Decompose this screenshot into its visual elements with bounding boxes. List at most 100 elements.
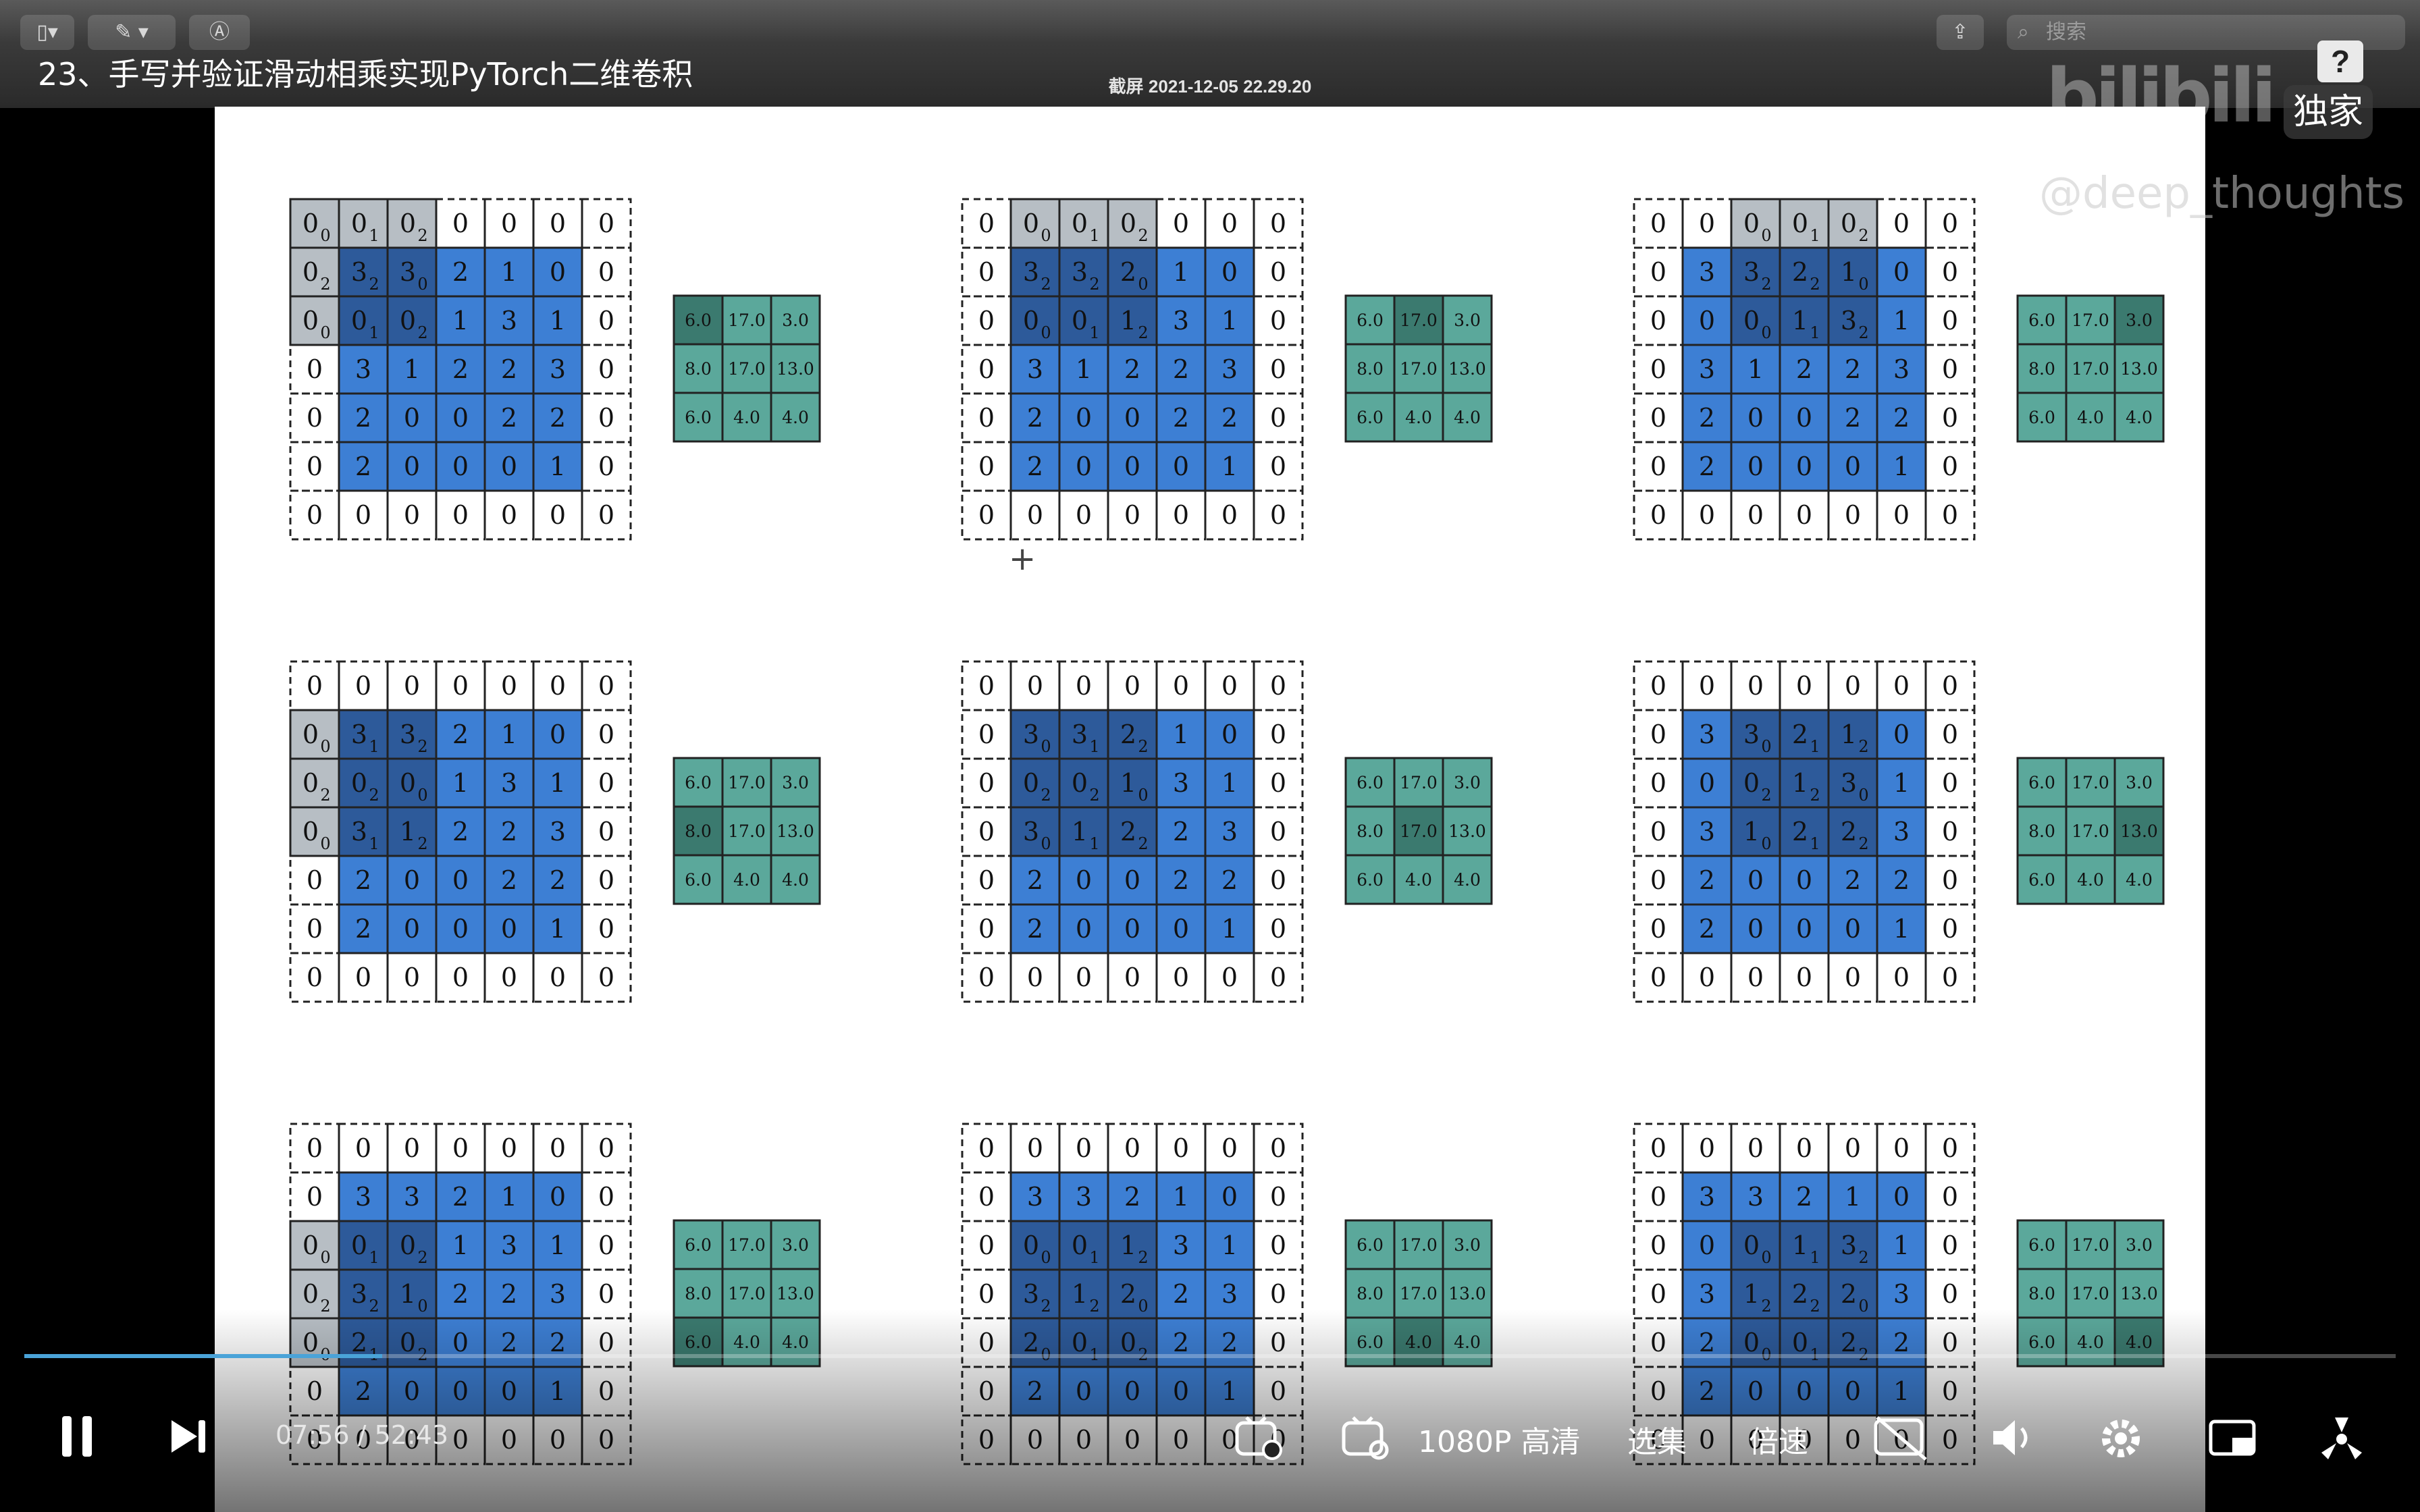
speed-button[interactable]: 倍速 bbox=[1749, 1425, 1808, 1459]
sidebar-toggle-button[interactable]: ▯▾ bbox=[20, 15, 74, 50]
input-cell bbox=[289, 489, 340, 541]
kernel-weight: 2 bbox=[1810, 275, 1820, 294]
output-cell bbox=[770, 854, 821, 905]
kernel-weight: 1 bbox=[369, 834, 379, 853]
kernel-weight: 1 bbox=[369, 323, 379, 342]
settings-icon[interactable] bbox=[2097, 1415, 2145, 1462]
output-cell-value: 3.0 bbox=[2126, 773, 2153, 792]
input-cell-value: 3 bbox=[1841, 306, 1857, 335]
input-cell-value: 3 bbox=[355, 1182, 371, 1212]
input-cell-value: 0 bbox=[452, 452, 469, 481]
input-cell bbox=[386, 441, 438, 492]
input-cell bbox=[532, 806, 583, 857]
output-cell-value: 4.0 bbox=[2126, 870, 2153, 890]
output-cell bbox=[2113, 1219, 2165, 1270]
input-cell bbox=[483, 1220, 535, 1271]
progress-bar[interactable] bbox=[24, 1354, 2396, 1358]
input-cell-value: 0 bbox=[1942, 671, 1958, 701]
input-cell bbox=[386, 246, 438, 298]
episodes-button[interactable]: 选集 bbox=[1627, 1425, 1687, 1459]
input-cell-value: 0 bbox=[1796, 914, 1812, 944]
input-cell-value: 0 bbox=[1845, 671, 1861, 701]
input-cell bbox=[338, 198, 389, 249]
input-cell bbox=[1876, 1220, 1927, 1271]
output-cell-value: 3.0 bbox=[1454, 310, 1481, 330]
output-cell bbox=[1344, 757, 1396, 808]
input-cell-value: 3 bbox=[1699, 817, 1715, 846]
output-cell-value: 8.0 bbox=[2028, 821, 2055, 841]
input-cell-value: 0 bbox=[400, 1231, 416, 1260]
output-cell-value: 6.0 bbox=[685, 310, 712, 330]
output-cell-value: 17.0 bbox=[1400, 359, 1438, 379]
input-cell-value: 0 bbox=[501, 1133, 517, 1163]
input-cell bbox=[1876, 489, 1927, 541]
input-cell bbox=[338, 1220, 389, 1271]
markup-circle-button[interactable]: Ⓐ bbox=[189, 15, 250, 50]
kernel-weight: 2 bbox=[1138, 834, 1148, 853]
input-cell-value: 1 bbox=[400, 1279, 416, 1309]
input-cell-value: 0 bbox=[404, 403, 420, 433]
input-cell-value: 3 bbox=[1023, 817, 1039, 846]
output-cell-value: 6.0 bbox=[2028, 310, 2055, 330]
input-cell-value: 0 bbox=[355, 1133, 371, 1163]
input-cell-value: 0 bbox=[550, 257, 566, 287]
input-cell-value: 1 bbox=[1893, 768, 1910, 798]
danmaku-settings-icon[interactable] bbox=[1340, 1416, 1391, 1461]
input-cell-value: 0 bbox=[1124, 452, 1140, 481]
input-cell-value: 3 bbox=[400, 257, 416, 287]
output-cell-value: 4.0 bbox=[733, 408, 760, 427]
input-cell-value: 2 bbox=[1221, 865, 1238, 895]
input-cell bbox=[1204, 392, 1255, 443]
input-cell-value: 0 bbox=[1650, 1231, 1666, 1260]
input-cell-value: 0 bbox=[598, 1182, 614, 1212]
volume-icon[interactable] bbox=[1991, 1418, 2038, 1458]
input-cell-value: 0 bbox=[1942, 354, 1958, 384]
input-cell bbox=[386, 489, 438, 541]
fullscreen-icon[interactable] bbox=[2316, 1415, 2367, 1462]
input-cell-value: 0 bbox=[1942, 963, 1958, 992]
input-cell-value: 3 bbox=[1699, 1182, 1715, 1212]
output-cell bbox=[2065, 805, 2116, 857]
input-cell-value: 0 bbox=[1650, 306, 1666, 335]
subtitle-icon[interactable] bbox=[1872, 1415, 1928, 1462]
pip-icon[interactable] bbox=[2208, 1419, 2258, 1458]
input-cell-value: 0 bbox=[1270, 1279, 1286, 1309]
input-cell-value: 1 bbox=[1120, 1231, 1136, 1260]
input-cell-value: 2 bbox=[1173, 1279, 1189, 1309]
input-cell bbox=[1155, 855, 1207, 906]
input-cell-value: 0 bbox=[302, 768, 319, 798]
markup-pen-button[interactable]: ✎ ▾ bbox=[88, 15, 176, 50]
input-cell bbox=[1681, 952, 1733, 1003]
input-cell bbox=[1107, 489, 1158, 541]
input-cell-value: 0 bbox=[404, 452, 420, 481]
input-cell-value: 0 bbox=[452, 1133, 469, 1163]
input-cell-value: 2 bbox=[1792, 720, 1808, 749]
input-cell-value: 0 bbox=[1072, 1231, 1088, 1260]
output-cell-value: 8.0 bbox=[685, 359, 712, 379]
input-cell-value: 2 bbox=[1845, 865, 1861, 895]
share-button[interactable]: ⇪ bbox=[1937, 15, 1984, 50]
pause-icon[interactable] bbox=[59, 1415, 97, 1458]
output-cell bbox=[721, 805, 772, 857]
input-cell bbox=[1204, 489, 1255, 541]
input-cell-value: 0 bbox=[598, 257, 614, 287]
kernel-weight: 2 bbox=[1089, 275, 1099, 294]
input-cell-value: 2 bbox=[1173, 817, 1189, 846]
output-cell-value: 3.0 bbox=[2126, 310, 2153, 330]
quality-button[interactable]: 1080P 高清 bbox=[1418, 1425, 1581, 1459]
kernel-weight: 2 bbox=[1761, 786, 1771, 805]
input-cell bbox=[1633, 952, 1684, 1003]
kernel-weight: 1 bbox=[1089, 1248, 1099, 1267]
help-button[interactable]: ? bbox=[2317, 40, 2363, 82]
input-cell-value: 2 bbox=[501, 817, 517, 846]
next-icon[interactable] bbox=[169, 1418, 209, 1455]
input-cell-value: 0 bbox=[1650, 1133, 1666, 1163]
output-cell-value: 8.0 bbox=[1357, 1284, 1384, 1303]
output-cell-value: 13.0 bbox=[777, 359, 814, 379]
input-cell-value: 0 bbox=[1699, 306, 1715, 335]
input-cell-value: 1 bbox=[1792, 768, 1808, 798]
danmaku-icon[interactable] bbox=[1233, 1416, 1284, 1461]
input-cell bbox=[386, 903, 438, 954]
input-cell-value: 1 bbox=[452, 1231, 469, 1260]
